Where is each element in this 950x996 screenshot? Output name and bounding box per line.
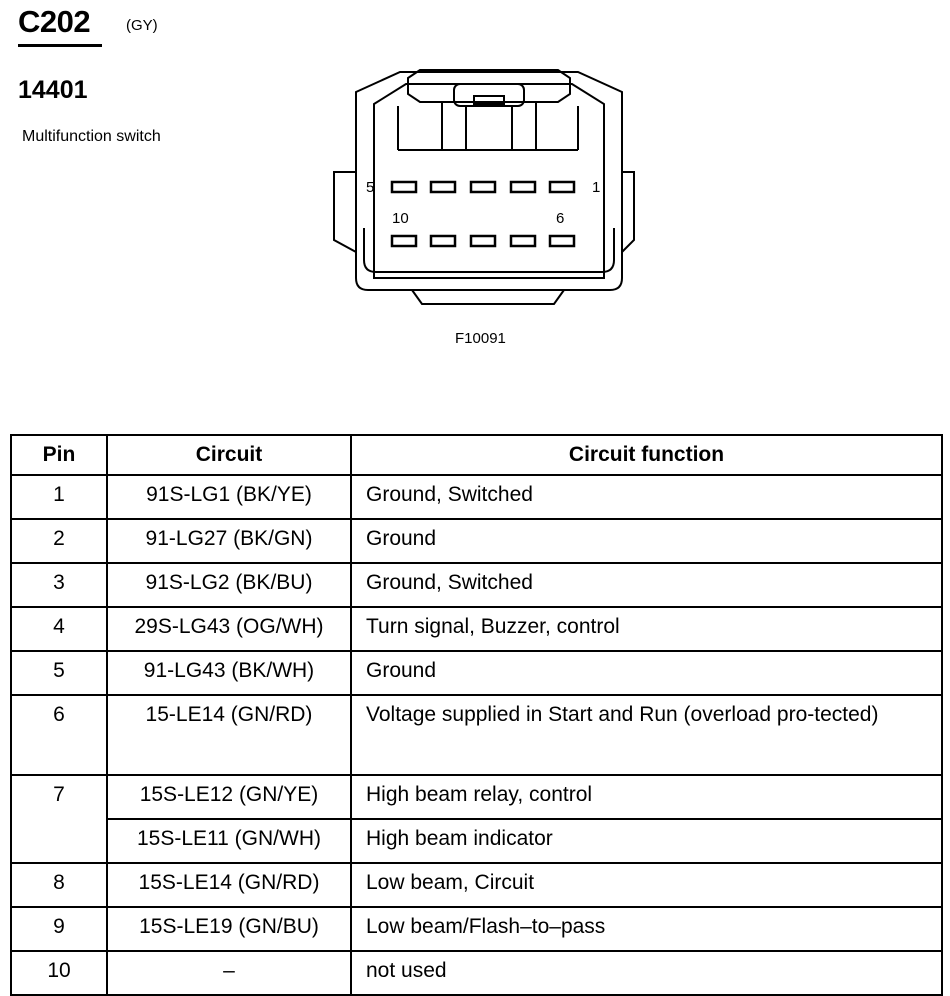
connector-housing-outline: [355, 71, 623, 291]
function-cell: not used: [350, 950, 943, 996]
function-cell: Turn signal, Buzzer, control: [350, 606, 943, 652]
part-number: 14401: [18, 76, 88, 104]
connector-housing-inner: [373, 83, 605, 279]
pin-cell: 6: [10, 694, 108, 776]
pin-cell: 9: [10, 906, 108, 952]
circuit-cell: 15-LE14 (GN/RD): [106, 694, 352, 776]
table-row: 10 – not used: [10, 950, 943, 996]
terminal-2: [509, 180, 537, 194]
pin-cell: 7: [10, 774, 108, 864]
pin-cell: 5: [10, 650, 108, 696]
connector-face-diagram: 5 1 10 6: [333, 69, 635, 305]
circuit-cell: 91-LG43 (BK/WH): [106, 650, 352, 696]
connector-left-ear: [333, 171, 357, 253]
function-cell: High beam relay, control: [350, 774, 943, 820]
circuit-cell: 15S-LE19 (GN/BU): [106, 906, 352, 952]
connector-bottom-ramp: [411, 289, 565, 305]
connector-pin-area: [363, 228, 615, 273]
pin-label-10: 10: [392, 210, 409, 227]
terminal-row-top: [390, 180, 576, 194]
terminal-5: [390, 180, 418, 194]
table-row: 7 15S-LE12 (GN/YE) High beam relay, cont…: [10, 774, 943, 864]
table-row: 1 91S-LG1 (BK/YE) Ground, Switched: [10, 474, 943, 520]
connector-right-ear: [621, 171, 635, 253]
terminal-1: [548, 180, 576, 194]
table-row: 5 91-LG43 (BK/WH) Ground: [10, 650, 943, 696]
pin-table: Pin Circuit Circuit function 1 91S-LG1 (…: [10, 434, 943, 996]
pin-cell: 3: [10, 562, 108, 608]
connector-latch-slot: [453, 83, 525, 107]
pin-label-6: 6: [556, 210, 564, 227]
pin-cell: 2: [10, 518, 108, 564]
pin-cell: 10: [10, 950, 108, 996]
function-cell: Ground: [350, 650, 943, 696]
table-row: 2 91-LG27 (BK/GN) Ground: [10, 518, 943, 564]
table-row: 9 15S-LE19 (GN/BU) Low beam/Flash–to–pas…: [10, 906, 943, 952]
terminal-4: [429, 180, 457, 194]
table-row: 15S-LE11 (GN/WH) High beam indicator: [11, 818, 943, 864]
header-circuit-function: Circuit function: [350, 434, 943, 476]
terminal-3: [469, 180, 497, 194]
function-cell: Ground: [350, 518, 943, 564]
pin-label-5: 5: [366, 179, 374, 196]
circuit-cell: 91S-LG2 (BK/BU): [106, 562, 352, 608]
circuit-cell: 91S-LG1 (BK/YE): [106, 474, 352, 520]
circuit-cell: 91-LG27 (BK/GN): [106, 518, 352, 564]
circuit-cell: 15S-LE11 (GN/WH): [106, 818, 352, 864]
connector-color: (GY): [126, 17, 158, 34]
pin-cell: 1: [10, 474, 108, 520]
table-row: 6 15-LE14 (GN/RD) Voltage supplied in St…: [10, 694, 943, 776]
header-pin: Pin: [10, 434, 108, 476]
connector-id: C202: [18, 4, 91, 39]
pin-label-1: 1: [592, 179, 600, 196]
circuit-cell: 15S-LE12 (GN/YE): [106, 774, 352, 820]
terminal-7: [509, 234, 537, 248]
connector-latch: [407, 69, 571, 103]
pin-cell: 4: [10, 606, 108, 652]
function-cell: High beam indicator: [350, 818, 943, 864]
function-cell: Low beam, Circuit: [350, 862, 943, 908]
table-row: 8 15S-LE14 (GN/RD) Low beam, Circuit: [10, 862, 943, 908]
circuit-cell: –: [106, 950, 352, 996]
table-row: 4 29S-LG43 (OG/WH) Turn signal, Buzzer, …: [10, 606, 943, 652]
connector-latch-tab: [473, 95, 505, 105]
terminal-row-bottom: [390, 234, 576, 248]
function-cell: Voltage supplied in Start and Run (overl…: [350, 694, 943, 776]
function-cell: Ground, Switched: [350, 474, 943, 520]
header-circuit: Circuit: [106, 434, 352, 476]
figure-code: F10091: [455, 330, 506, 347]
function-cell: Ground, Switched: [350, 562, 943, 608]
terminal-10: [390, 234, 418, 248]
terminal-6: [548, 234, 576, 248]
function-cell: Low beam/Flash–to–pass: [350, 906, 943, 952]
component-name: Multifunction switch: [22, 128, 161, 145]
terminal-9: [429, 234, 457, 248]
table-row: 3 91S-LG2 (BK/BU) Ground, Switched: [10, 562, 943, 608]
circuit-cell: 29S-LG43 (OG/WH): [106, 606, 352, 652]
terminal-8: [469, 234, 497, 248]
pin-cell: 8: [10, 862, 108, 908]
pin-table-header-row: Pin Circuit Circuit function: [10, 434, 943, 476]
circuit-cell: 15S-LE14 (GN/RD): [106, 862, 352, 908]
connector-id-underline: [18, 44, 102, 47]
